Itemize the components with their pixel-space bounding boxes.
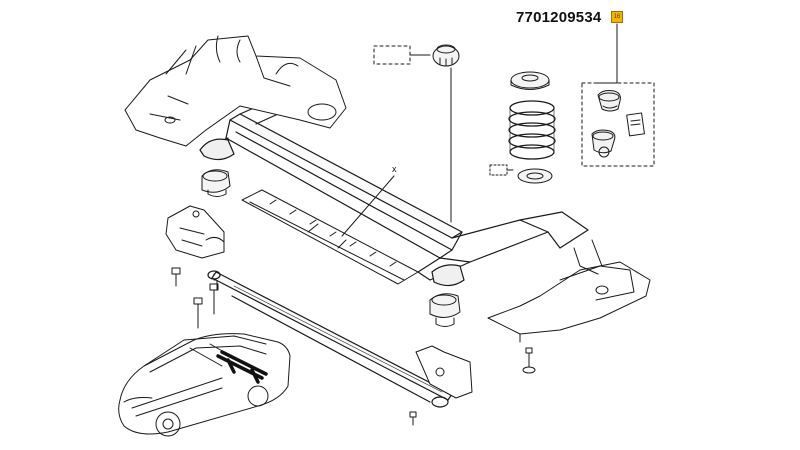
spring-upper-seat [510, 71, 550, 90]
stiffener-plate [241, 189, 419, 285]
left-bolts [171, 267, 221, 329]
rear-axle-beam [199, 93, 589, 287]
callout-x-leader [341, 175, 395, 237]
part-number-label: 7701209534 [516, 9, 602, 26]
spring-lower-seat [517, 168, 553, 184]
highlighted-axle [216, 350, 268, 384]
coil-spring [508, 100, 556, 160]
bush-kit-box [581, 82, 655, 167]
reference-tag[interactable]: 16 [611, 11, 623, 23]
left-axle-bush [201, 169, 231, 197]
bump-stop-box [373, 45, 411, 65]
bush-kit-parts [591, 90, 645, 158]
right-lower-bracket [409, 345, 473, 426]
bump-stop [432, 44, 460, 67]
right-axle-bush [429, 293, 461, 327]
callout-x-label: x [392, 164, 397, 174]
left-chassis-bracket [124, 35, 347, 147]
spring-label-box [489, 164, 508, 176]
ref-tag-leader [595, 23, 618, 84]
right-chassis-bracket [487, 239, 651, 374]
car-location-thumbnail [118, 333, 291, 437]
left-mount-bracket [165, 205, 225, 259]
